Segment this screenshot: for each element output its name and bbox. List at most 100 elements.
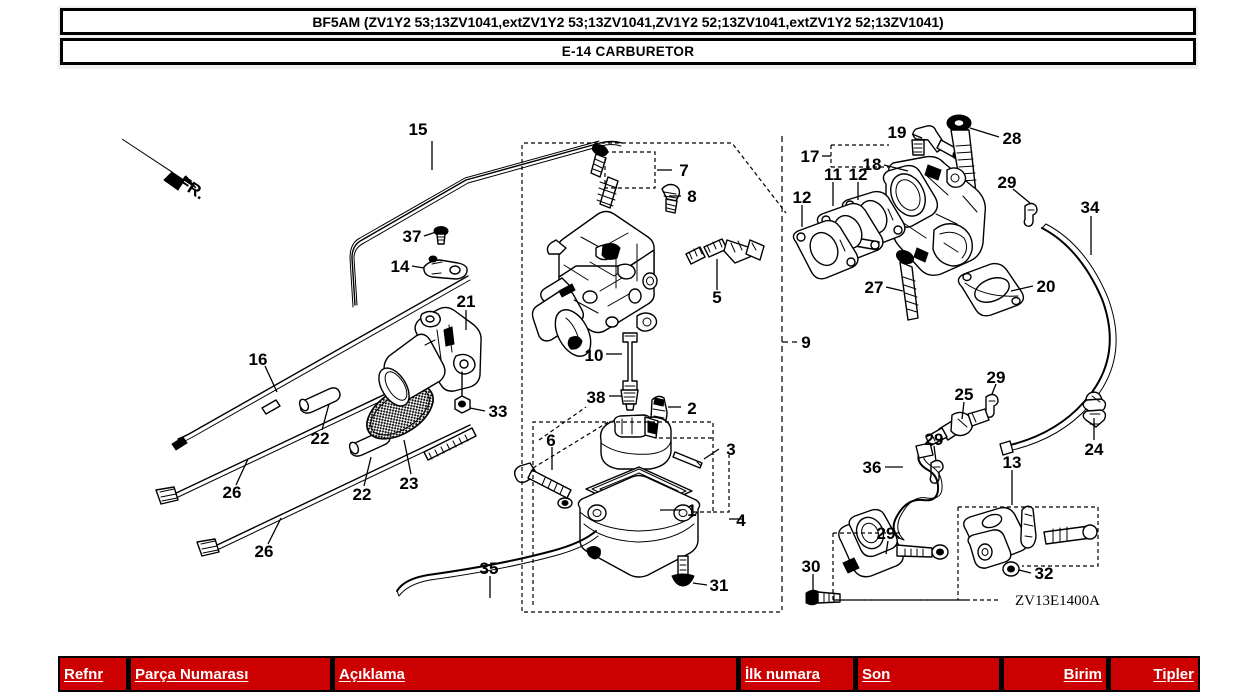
callout-31: 31 bbox=[710, 576, 729, 595]
callout-26b: 26 bbox=[255, 542, 274, 561]
callout-35: 35 bbox=[480, 559, 499, 578]
part-27-bolt bbox=[895, 249, 919, 321]
callout-16: 16 bbox=[249, 350, 268, 369]
callout-9: 9 bbox=[801, 333, 810, 352]
part-18-intake-manifold bbox=[882, 155, 987, 277]
part-35-drain-tube bbox=[396, 530, 599, 597]
callout-7: 7 bbox=[679, 161, 688, 180]
callout-36: 36 bbox=[863, 458, 882, 477]
parts-table-header: Refnr Parça Numarası Açıklama İlk numara… bbox=[58, 656, 1200, 692]
callout-leader-lines bbox=[235, 127, 1095, 598]
callout-10: 10 bbox=[585, 346, 604, 365]
callout-22a: 22 bbox=[311, 429, 330, 448]
part-1-float-bowl bbox=[577, 466, 701, 578]
callout-26a: 26 bbox=[223, 483, 242, 502]
part-38-jet bbox=[620, 389, 639, 411]
part-16-throttle-cable bbox=[171, 275, 471, 451]
column-header-refnr-label: Refnr bbox=[64, 665, 104, 683]
callout-14: 14 bbox=[391, 257, 410, 276]
drawing-code: ZV13E1400A bbox=[1015, 593, 1100, 609]
part-20-gasket bbox=[957, 262, 1025, 317]
column-header-refnr[interactable]: Refnr bbox=[58, 658, 128, 690]
lower-right-dashed-boxes bbox=[832, 506, 1099, 601]
callout-12a: 12 bbox=[849, 165, 868, 184]
assembly-dashed-outlines bbox=[521, 142, 787, 613]
column-header-unit[interactable]: Birim bbox=[1002, 658, 1108, 690]
part-12-gasket-front bbox=[792, 219, 859, 280]
callout-11: 11 bbox=[824, 165, 842, 184]
column-header-first-number[interactable]: İlk numara bbox=[739, 658, 855, 690]
part-25-fuel-connector bbox=[925, 408, 990, 447]
callout-9-bracket bbox=[781, 136, 797, 610]
callout-21: 21 bbox=[457, 292, 476, 311]
parts-diagram: .ln { fill:none; stroke:#000; stroke-wid… bbox=[0, 80, 1260, 645]
part-3-float bbox=[599, 414, 672, 470]
callout-23: 23 bbox=[400, 474, 419, 493]
part-14-cable-bracket bbox=[423, 255, 468, 280]
part-15-throttle-rod bbox=[349, 140, 623, 308]
callout-numbers: 15 7 8 19 28 17 18 11 12 12 29 34 37 14 … bbox=[223, 120, 1104, 595]
callout-5: 5 bbox=[712, 288, 721, 307]
section-title: E-14 CARBURETOR bbox=[561, 43, 695, 59]
part-24-hose-clamp bbox=[1082, 391, 1107, 428]
callout-20: 20 bbox=[1037, 277, 1056, 296]
carburetor-body bbox=[531, 210, 658, 357]
section-title-row: E-14 CARBURETOR bbox=[60, 38, 1196, 65]
callout-13: 13 bbox=[1003, 453, 1022, 472]
callout-24: 24 bbox=[1085, 440, 1104, 459]
column-header-last[interactable]: Son bbox=[856, 658, 1001, 690]
callout-4: 4 bbox=[736, 511, 746, 530]
part-10-jet-holder bbox=[622, 332, 638, 392]
column-header-last-label: Son bbox=[862, 665, 891, 683]
column-header-part-number-label: Parça Numarası bbox=[135, 665, 249, 683]
part-3-float-pin bbox=[672, 451, 703, 469]
column-header-unit-label: Birim bbox=[1063, 665, 1102, 683]
column-header-description-label: Açıklama bbox=[339, 665, 405, 683]
part-7-spring bbox=[596, 176, 619, 209]
part-37-screw bbox=[433, 226, 449, 245]
callout-17-bracket bbox=[822, 144, 889, 168]
callout-38: 38 bbox=[587, 388, 606, 407]
callout-29a: 29 bbox=[998, 173, 1017, 192]
column-header-part-number[interactable]: Parça Numarası bbox=[129, 658, 332, 690]
callout-37: 37 bbox=[403, 227, 422, 246]
callout-3: 3 bbox=[726, 440, 735, 459]
column-header-types[interactable]: Tipler bbox=[1109, 658, 1200, 690]
fr-orientation-arrow: FR. bbox=[121, 138, 209, 203]
callout-17: 17 bbox=[801, 147, 820, 166]
column-header-description[interactable]: Açıklama bbox=[333, 658, 738, 690]
part-8-fitting bbox=[661, 183, 681, 214]
callout-8: 8 bbox=[687, 187, 696, 206]
part-34-fuel-hose bbox=[999, 223, 1117, 456]
callout-2: 2 bbox=[687, 399, 696, 418]
part-5-jet-assembly bbox=[685, 238, 765, 265]
part-36-fuel-hose bbox=[892, 442, 943, 541]
callout-15: 15 bbox=[409, 120, 428, 139]
model-title-row: BF5AM (ZV1Y2 53;13ZV1041,extZV1Y2 53;13Z… bbox=[60, 8, 1196, 35]
callout-6: 6 bbox=[546, 431, 555, 450]
part-13-bracket-assembly bbox=[963, 505, 1098, 577]
part-21-intake-insulator bbox=[378, 306, 482, 407]
part-29-clip-c bbox=[929, 459, 944, 484]
part-6-screw-washer bbox=[513, 462, 573, 509]
part-7-screw-spring bbox=[590, 143, 656, 209]
part-33-nut bbox=[454, 371, 471, 414]
callout-29c: 29 bbox=[925, 430, 944, 449]
callout-29b: 29 bbox=[987, 368, 1006, 387]
callout-19: 19 bbox=[888, 123, 907, 142]
part-30-fuel-pump-assembly bbox=[838, 508, 949, 578]
callout-29d: 29 bbox=[877, 524, 896, 543]
part-26-long-bolt-lower bbox=[196, 424, 477, 557]
column-header-types-label: Tipler bbox=[1153, 665, 1194, 683]
callout-27: 27 bbox=[865, 278, 884, 297]
model-title: BF5AM (ZV1Y2 53;13ZV1041,extZV1Y2 53;13Z… bbox=[312, 13, 944, 30]
callout-28: 28 bbox=[1003, 129, 1022, 148]
column-header-first-number-label: İlk numara bbox=[745, 665, 821, 683]
parts-diagram-svg: .ln { fill:none; stroke:#000; stroke-wid… bbox=[121, 114, 1117, 613]
part-31-drain-screw bbox=[671, 555, 695, 587]
part-29-clip-a bbox=[1023, 202, 1038, 227]
callout-22b: 22 bbox=[353, 485, 372, 504]
part-22-collar-upper bbox=[298, 387, 341, 414]
callout-32: 32 bbox=[1035, 564, 1054, 583]
diagram-header: BF5AM (ZV1Y2 53;13ZV1041,extZV1Y2 53;13Z… bbox=[58, 6, 1198, 69]
